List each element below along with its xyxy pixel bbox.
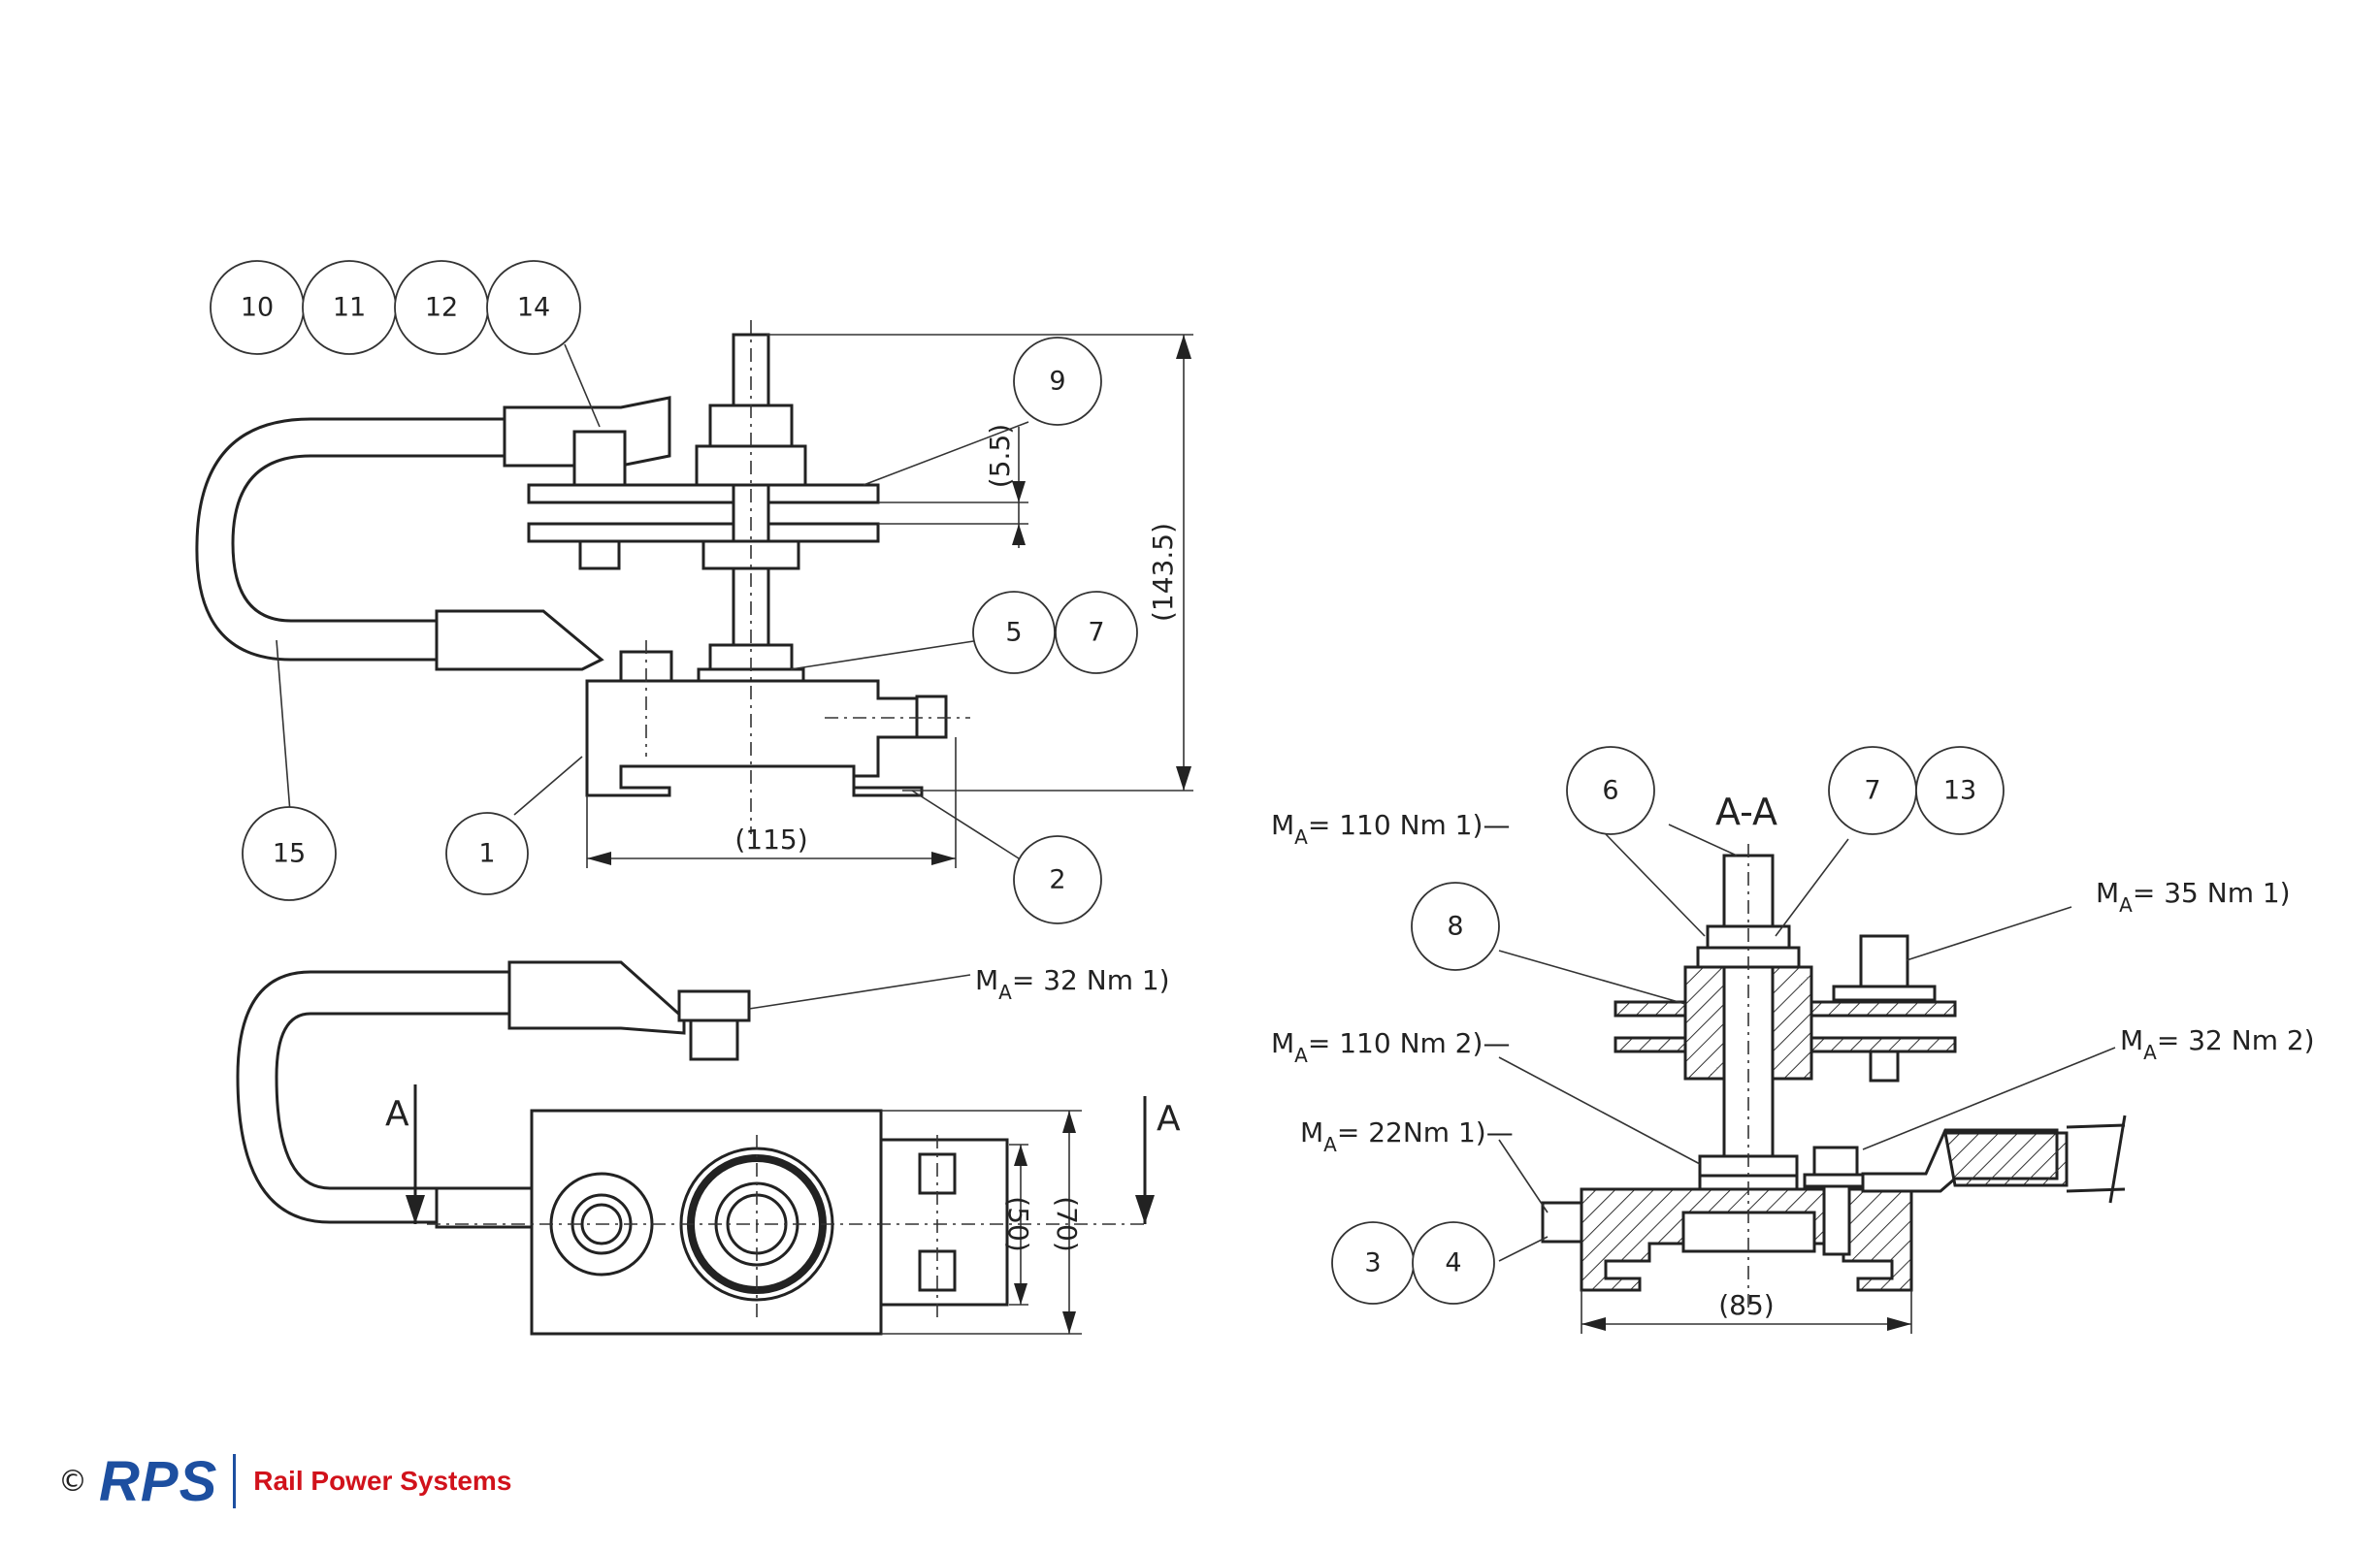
callout-14: 14 xyxy=(486,260,581,355)
svg-text:15: 15 xyxy=(273,839,306,869)
dimension-143-5: (143.5) xyxy=(766,334,1193,792)
svg-text:3: 3 xyxy=(1364,1248,1381,1278)
svg-text:MA= 32 Nm 1): MA= 32 Nm 1) xyxy=(975,964,1170,1004)
torque-label-110-nm-1: MA= 110 Nm 1)— xyxy=(1271,809,1510,849)
rps-logo: RPS xyxy=(99,1449,218,1513)
torque-label-110-nm-2: MA= 110 Nm 2)— xyxy=(1271,1027,1510,1067)
callout-7: 7 xyxy=(1055,591,1138,674)
svg-text:MA= 110 Nm 1)—: MA= 110 Nm 1)— xyxy=(1271,809,1510,849)
dimension-143-5-label: (143.5) xyxy=(1147,523,1179,622)
callout-9: 9 xyxy=(1013,337,1102,426)
dimension-115: (115) xyxy=(586,737,957,868)
dimension-50-label: (50) xyxy=(1002,1196,1034,1251)
callout-5: 5 xyxy=(972,591,1056,674)
svg-text:4: 4 xyxy=(1445,1248,1461,1278)
svg-text:MA= 32 Nm 2): MA= 32 Nm 2) xyxy=(2120,1024,2315,1064)
torque-label-32-nm-1: MA= 32 Nm 1) xyxy=(975,964,1170,1004)
callout-8: 8 xyxy=(1411,882,1500,971)
dimension-5-5: (5.5) xyxy=(878,424,1028,548)
dimension-50: (50) xyxy=(1002,1144,1034,1306)
dimension-115-label: (115) xyxy=(734,824,807,856)
top-view: A A (50) (70) MA= 32 Nm 1) xyxy=(236,960,1181,1336)
footer-logo: © RPS Rail Power Systems xyxy=(58,1447,511,1515)
side-view: (143.5) (5.5) (115) 10 11 12 xyxy=(195,260,1193,924)
section-title: A-A xyxy=(1715,791,1777,833)
dimension-70: (70) xyxy=(881,1110,1083,1335)
svg-text:7: 7 xyxy=(1864,776,1880,806)
callout-11: 11 xyxy=(302,260,397,355)
callout-3: 3 xyxy=(1331,1221,1415,1305)
dimension-85-label: (85) xyxy=(1718,1289,1774,1321)
torque-label-22-nm-1: MA= 22Nm 1)— xyxy=(1300,1116,1514,1156)
svg-text:10: 10 xyxy=(241,293,274,323)
svg-text:MA= 35 Nm 1): MA= 35 Nm 1) xyxy=(2096,877,2291,917)
section-view: A-A xyxy=(1271,746,2315,1334)
svg-text:MA= 22Nm 1)—: MA= 22Nm 1)— xyxy=(1300,1116,1514,1156)
callout-1: 1 xyxy=(445,812,529,895)
logo-divider xyxy=(233,1454,237,1508)
svg-text:14: 14 xyxy=(517,293,550,323)
svg-text:7: 7 xyxy=(1088,618,1104,648)
svg-text:2: 2 xyxy=(1049,865,1065,895)
copyright-symbol: © xyxy=(58,1464,87,1499)
company-name: Rail Power Systems xyxy=(253,1466,512,1496)
section-arrow-right-label: A xyxy=(1157,1099,1181,1139)
svg-text:12: 12 xyxy=(425,293,458,323)
callout-2: 2 xyxy=(1013,835,1102,924)
svg-text:8: 8 xyxy=(1447,912,1463,942)
callout-10: 10 xyxy=(210,260,305,355)
svg-text:MA= 110 Nm 2)—: MA= 110 Nm 2)— xyxy=(1271,1027,1510,1067)
callout-6: 6 xyxy=(1566,746,1655,835)
callout-13: 13 xyxy=(1915,746,2005,835)
callout-4: 4 xyxy=(1412,1221,1495,1305)
callout-7-section: 7 xyxy=(1828,746,1917,835)
dimension-85: (85) xyxy=(1581,1289,1912,1334)
svg-text:6: 6 xyxy=(1602,776,1618,806)
svg-text:13: 13 xyxy=(1943,776,1976,806)
section-arrow-left-label: A xyxy=(385,1094,409,1134)
svg-text:1: 1 xyxy=(478,839,495,869)
torque-label-35-nm-1: MA= 35 Nm 1) xyxy=(2096,877,2291,917)
svg-text:11: 11 xyxy=(333,293,366,323)
svg-text:9: 9 xyxy=(1049,367,1065,397)
callout-15: 15 xyxy=(242,806,337,901)
callout-12: 12 xyxy=(394,260,489,355)
torque-label-32-nm-2: MA= 32 Nm 2) xyxy=(2120,1024,2315,1064)
svg-text:5: 5 xyxy=(1005,618,1022,648)
dimension-5-5-label: (5.5) xyxy=(984,424,1016,488)
dimension-70-label: (70) xyxy=(1051,1196,1083,1251)
